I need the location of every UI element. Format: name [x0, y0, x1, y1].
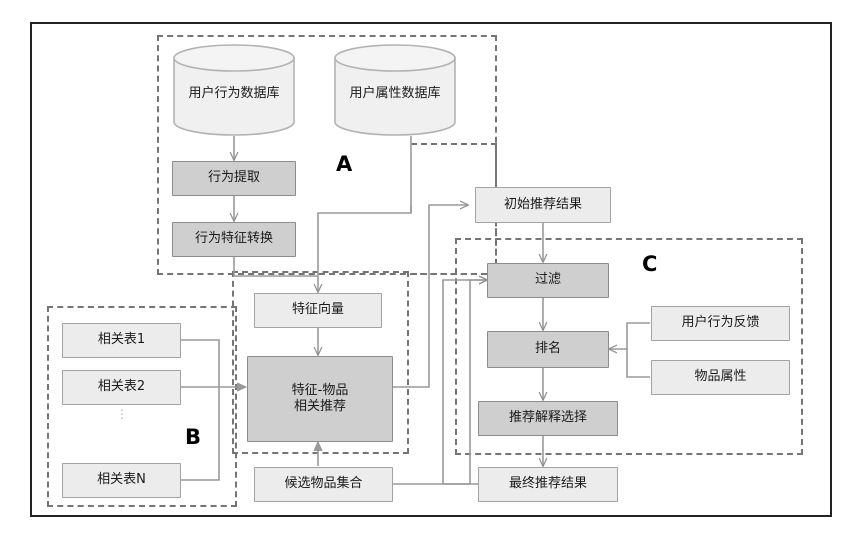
node-user-behavior-db-label: 用户行为数据库: [188, 86, 280, 101]
node-behavior-extraction[interactable]: 行为提取: [172, 161, 296, 196]
node-final-recommend-result[interactable]: 最终推荐结果: [478, 467, 618, 502]
node-initial-recommend-result[interactable]: 初始推荐结果: [475, 187, 611, 223]
node-relation-table-1[interactable]: 相关表1: [62, 323, 181, 358]
node-behavior-feature-transform[interactable]: 行为特征转换: [172, 222, 296, 257]
node-user-attribute-db-label: 用户属性数据库: [349, 86, 441, 101]
group-label-b: B: [185, 425, 202, 449]
node-candidate-item-set[interactable]: 候选物品集合: [254, 467, 393, 502]
node-relation-table-2[interactable]: 相关表2: [62, 370, 181, 405]
node-feature-item-recommend[interactable]: 特征-物品 相关推荐: [247, 356, 393, 442]
node-ranking[interactable]: 排名: [487, 331, 609, 368]
node-recommend-explanation-select[interactable]: 推荐解释选择: [478, 401, 618, 436]
node-user-behavior-feedback[interactable]: 用户行为反馈: [651, 306, 790, 341]
node-relation-table-n[interactable]: 相关表N: [62, 463, 181, 498]
group-label-a: A: [336, 152, 353, 176]
node-user-behavior-db: 用户行为数据库: [172, 44, 296, 136]
group-label-c: C: [642, 252, 658, 276]
node-filter[interactable]: 过滤: [487, 263, 609, 298]
relation-table-ellipsis: ⋮: [116, 407, 128, 421]
group-box-b: [47, 306, 237, 507]
node-item-attribute[interactable]: 物品属性: [651, 360, 790, 395]
node-feature-vector[interactable]: 特征向量: [254, 293, 382, 328]
node-user-attribute-db: 用户属性数据库: [333, 44, 457, 136]
